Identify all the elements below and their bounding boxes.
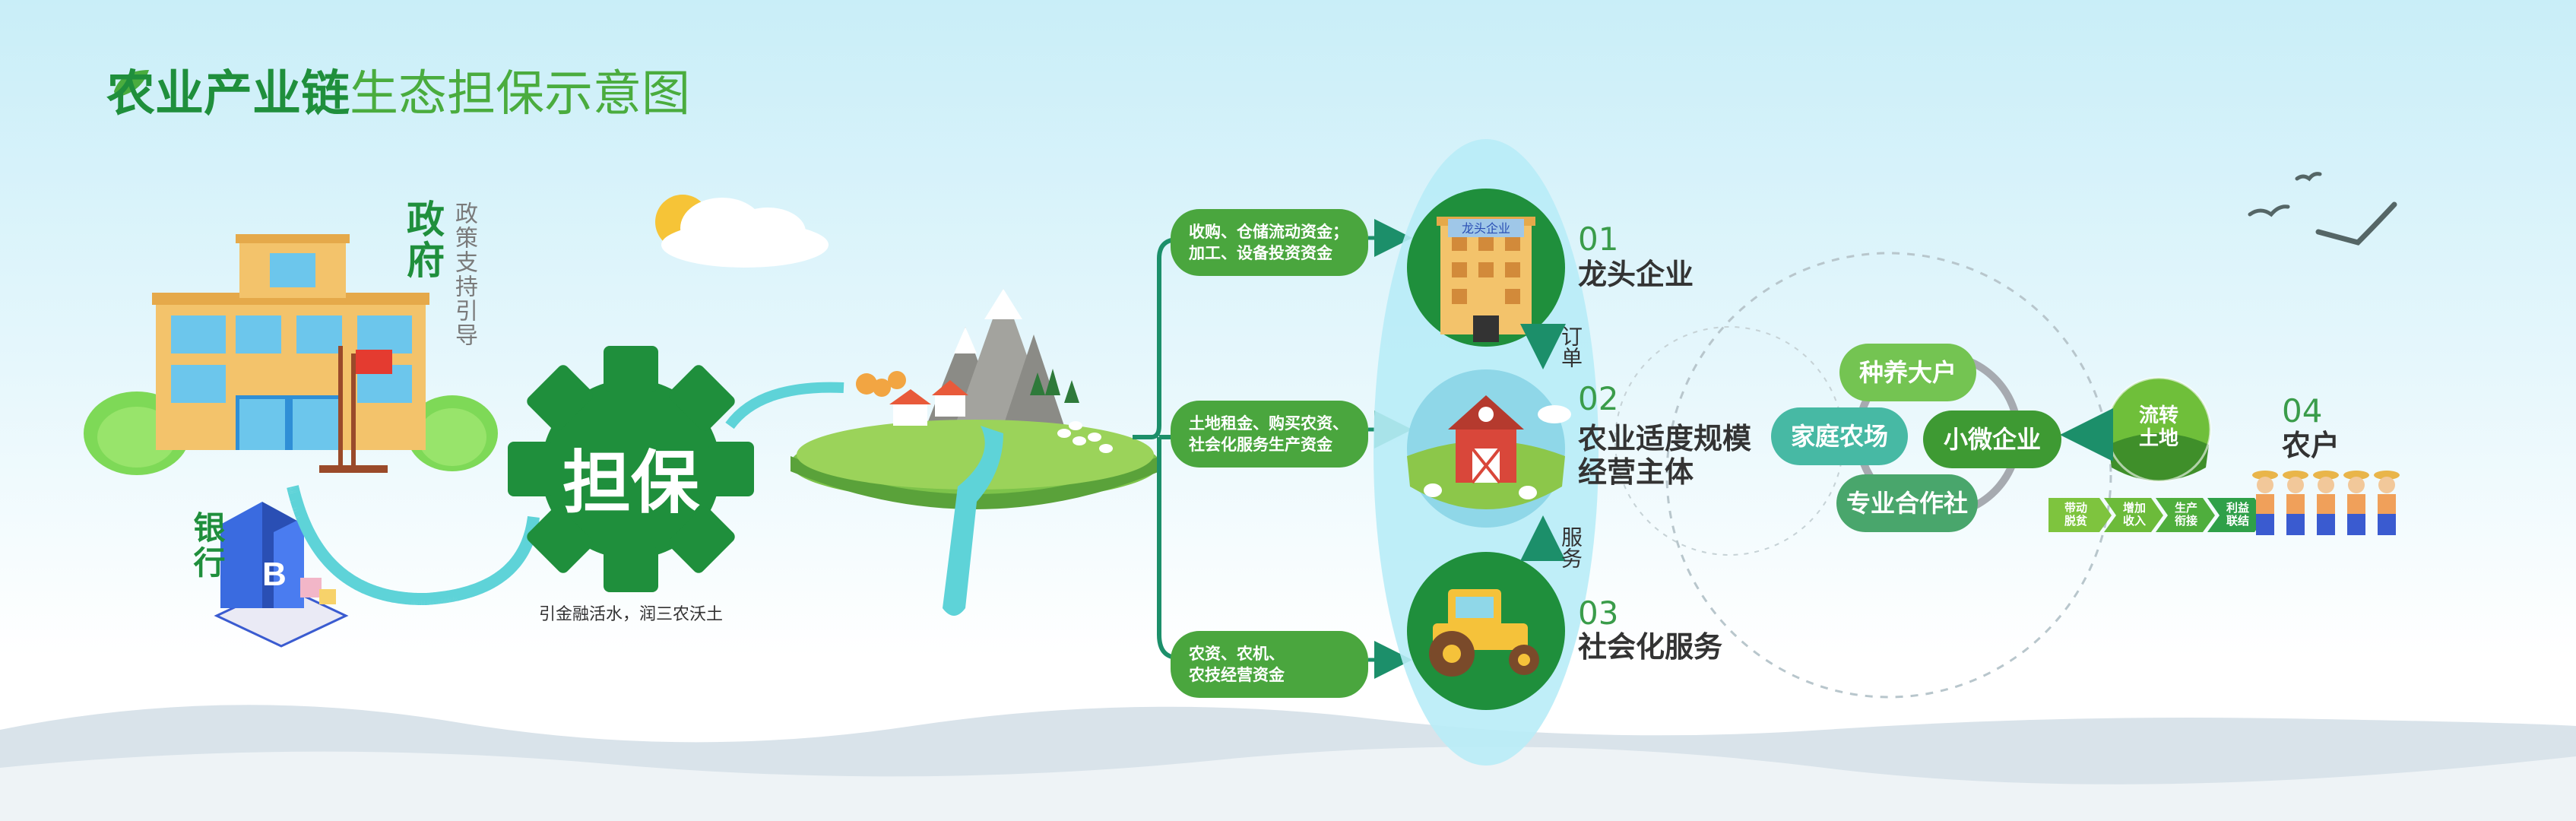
title-part-1: 农业产业链 [106, 66, 350, 122]
farmer-label: 农户 [2282, 429, 2340, 462]
subject-family-farm: 家庭农场 [1771, 407, 1908, 465]
sun-cloud-icon [655, 195, 829, 268]
birds-icon [2248, 172, 2397, 246]
benefit-line: 衔接 [2174, 514, 2197, 528]
leading-enterprise-icon: 龙头企业 [1407, 189, 1565, 347]
benefit-line: 收入 [2122, 514, 2146, 528]
fund-pill-line: 加工、设备投资资金 [1189, 244, 1332, 262]
service-label: 服务 [1558, 526, 1583, 569]
subject-cooperative: 专业合作社 [1836, 474, 1978, 532]
fund-pill-scale: 土地租金、购买农资、 社会化服务生产资金 [1171, 401, 1368, 468]
guarantee-gear-icon [508, 346, 754, 592]
guarantee-label: 担保 [562, 443, 699, 523]
government-label: 政府 [401, 199, 445, 281]
subject-small-enterprise: 小微企业 [1923, 410, 2061, 468]
fund-pill-line: 收购、仓储流动资金； [1189, 223, 1348, 241]
entity-label-scale-1: 农业适度规模 [1578, 422, 1752, 455]
entity-number-04: 04 [2282, 392, 2323, 430]
enterprise-sign-text: 龙头企业 [1462, 221, 1510, 236]
benefit-line: 增加 [2122, 501, 2146, 515]
farm-island-icon [791, 289, 1160, 616]
benefit-label: 增加收入 [2112, 502, 2157, 528]
fund-pill-leading: 收购、仓储流动资金； 加工、设备投资资金 [1171, 209, 1368, 276]
subject-large-grower: 种养大户 [1839, 344, 1976, 401]
benefit-chevrons [2048, 498, 2267, 532]
fund-pill-line: 农技经营资金 [1189, 666, 1285, 684]
page-title: 农业产业链生态担保示意图 [106, 70, 690, 119]
gear-island-connector [725, 382, 844, 430]
entity-number-03: 03 [1578, 594, 1619, 632]
government-sub-label: 政策支持引导 [451, 201, 477, 347]
benefit-line: 联结 [2226, 514, 2249, 528]
land-line: 流转 [2138, 404, 2178, 427]
farm-barn-icon [1407, 369, 1571, 528]
guarantee-slogan: 引金融活水，润三农沃土 [538, 605, 723, 624]
benefit-label: 生产衔接 [2163, 502, 2209, 528]
leaf-icon [114, 70, 149, 97]
order-label: 订单 [1558, 325, 1583, 368]
farmers-icon [2252, 471, 2400, 535]
entity-label-service: 社会化服务 [1578, 630, 1723, 664]
title-part-2: 生态担保示意图 [350, 66, 690, 122]
bank-gear-connector [287, 485, 540, 606]
fund-pill-line: 农资、农机、 [1189, 645, 1285, 663]
entity-number-02: 02 [1578, 380, 1619, 417]
benefit-label: 带动脱贫 [2052, 502, 2099, 528]
land-line: 土地 [2138, 427, 2178, 450]
land-transfer-label: 流转 土地 [2121, 404, 2197, 450]
government-building-icon [84, 234, 498, 475]
benefit-line: 带动 [2064, 501, 2087, 515]
svg-text:B: B [262, 556, 287, 593]
fund-pill-line: 社会化服务生产资金 [1189, 436, 1332, 454]
entity-number-01: 01 [1578, 220, 1619, 258]
entity-label-scale-2: 经营主体 [1578, 455, 1694, 489]
benefit-line: 利益 [2226, 501, 2249, 515]
benefit-label: 利益联结 [2215, 502, 2261, 528]
dashed-ring-outer [1665, 252, 2112, 699]
bank-building-icon: B [214, 502, 349, 648]
benefit-line: 生产 [2174, 501, 2197, 515]
entity-label-leading: 龙头企业 [1578, 258, 1694, 291]
benefit-line: 脱贫 [2064, 514, 2087, 528]
tractor-icon [1407, 552, 1565, 710]
fund-pill-line: 土地租金、购买农资、 [1189, 414, 1348, 433]
fund-pill-service: 农资、农机、 农技经营资金 [1171, 631, 1368, 698]
bank-label: 银行 [189, 511, 226, 581]
foreground-hills [0, 747, 2576, 821]
